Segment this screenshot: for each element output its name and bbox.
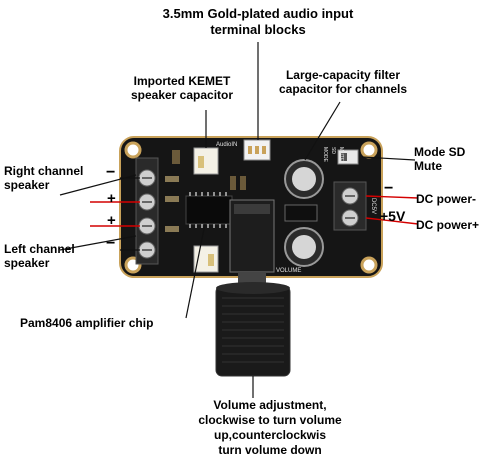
- mount-hole: [124, 141, 142, 159]
- label-dc-minus: DC power-: [416, 192, 476, 206]
- sign-plus-2: +: [107, 212, 116, 229]
- label-mode: Mode SD Mute: [414, 145, 466, 173]
- kemet-capacitor: [193, 147, 219, 175]
- label-pam-chip: Pam8406 amplifier chip: [20, 316, 154, 330]
- pointer-mode: [361, 156, 416, 161]
- pointer-pam: [185, 223, 206, 319]
- label-filter-capacitor: Large-capacity filter capacitor for chan…: [278, 68, 408, 96]
- pointer-left: [59, 235, 137, 251]
- mount-hole: [360, 256, 378, 274]
- label-dc-plus: DC power+: [416, 218, 480, 232]
- speaker-terminal-block: [135, 157, 159, 265]
- board-text-sd: SD: [330, 147, 336, 154]
- label-kemet-capacitor: Imported KEMET speaker capacitor: [130, 74, 234, 102]
- board-text-dc5v: DC5V: [370, 198, 376, 214]
- label-audio-input: 3.5mm Gold-plated audio input terminal b…: [162, 6, 354, 37]
- red-line-dc-plus: [365, 217, 419, 225]
- board-text-volume: VOLUME: [276, 268, 301, 274]
- mount-hole: [360, 141, 378, 159]
- label-right-speaker: Right channel speaker: [4, 164, 84, 192]
- board-text-mute: MUTE: [338, 147, 344, 162]
- sign-dc-minus: −: [384, 180, 394, 197]
- pam8406-chip: [185, 195, 233, 225]
- pointer-filter: [304, 101, 341, 161]
- label-volume-adjustment: Volume adjustment, clockwise to turn vol…: [198, 398, 342, 457]
- board-text-mode: MODE: [322, 147, 328, 163]
- label-left-speaker: Left channel speaker: [4, 242, 75, 270]
- sign-minus-top: −: [106, 164, 116, 181]
- sign-plus-5v: +5V: [380, 208, 406, 224]
- board-text-audioin: AudioIN: [216, 142, 237, 148]
- sign-minus-bottom: −: [106, 235, 116, 252]
- red-line-dc-minus: [365, 195, 419, 199]
- sign-plus-1: +: [107, 190, 116, 207]
